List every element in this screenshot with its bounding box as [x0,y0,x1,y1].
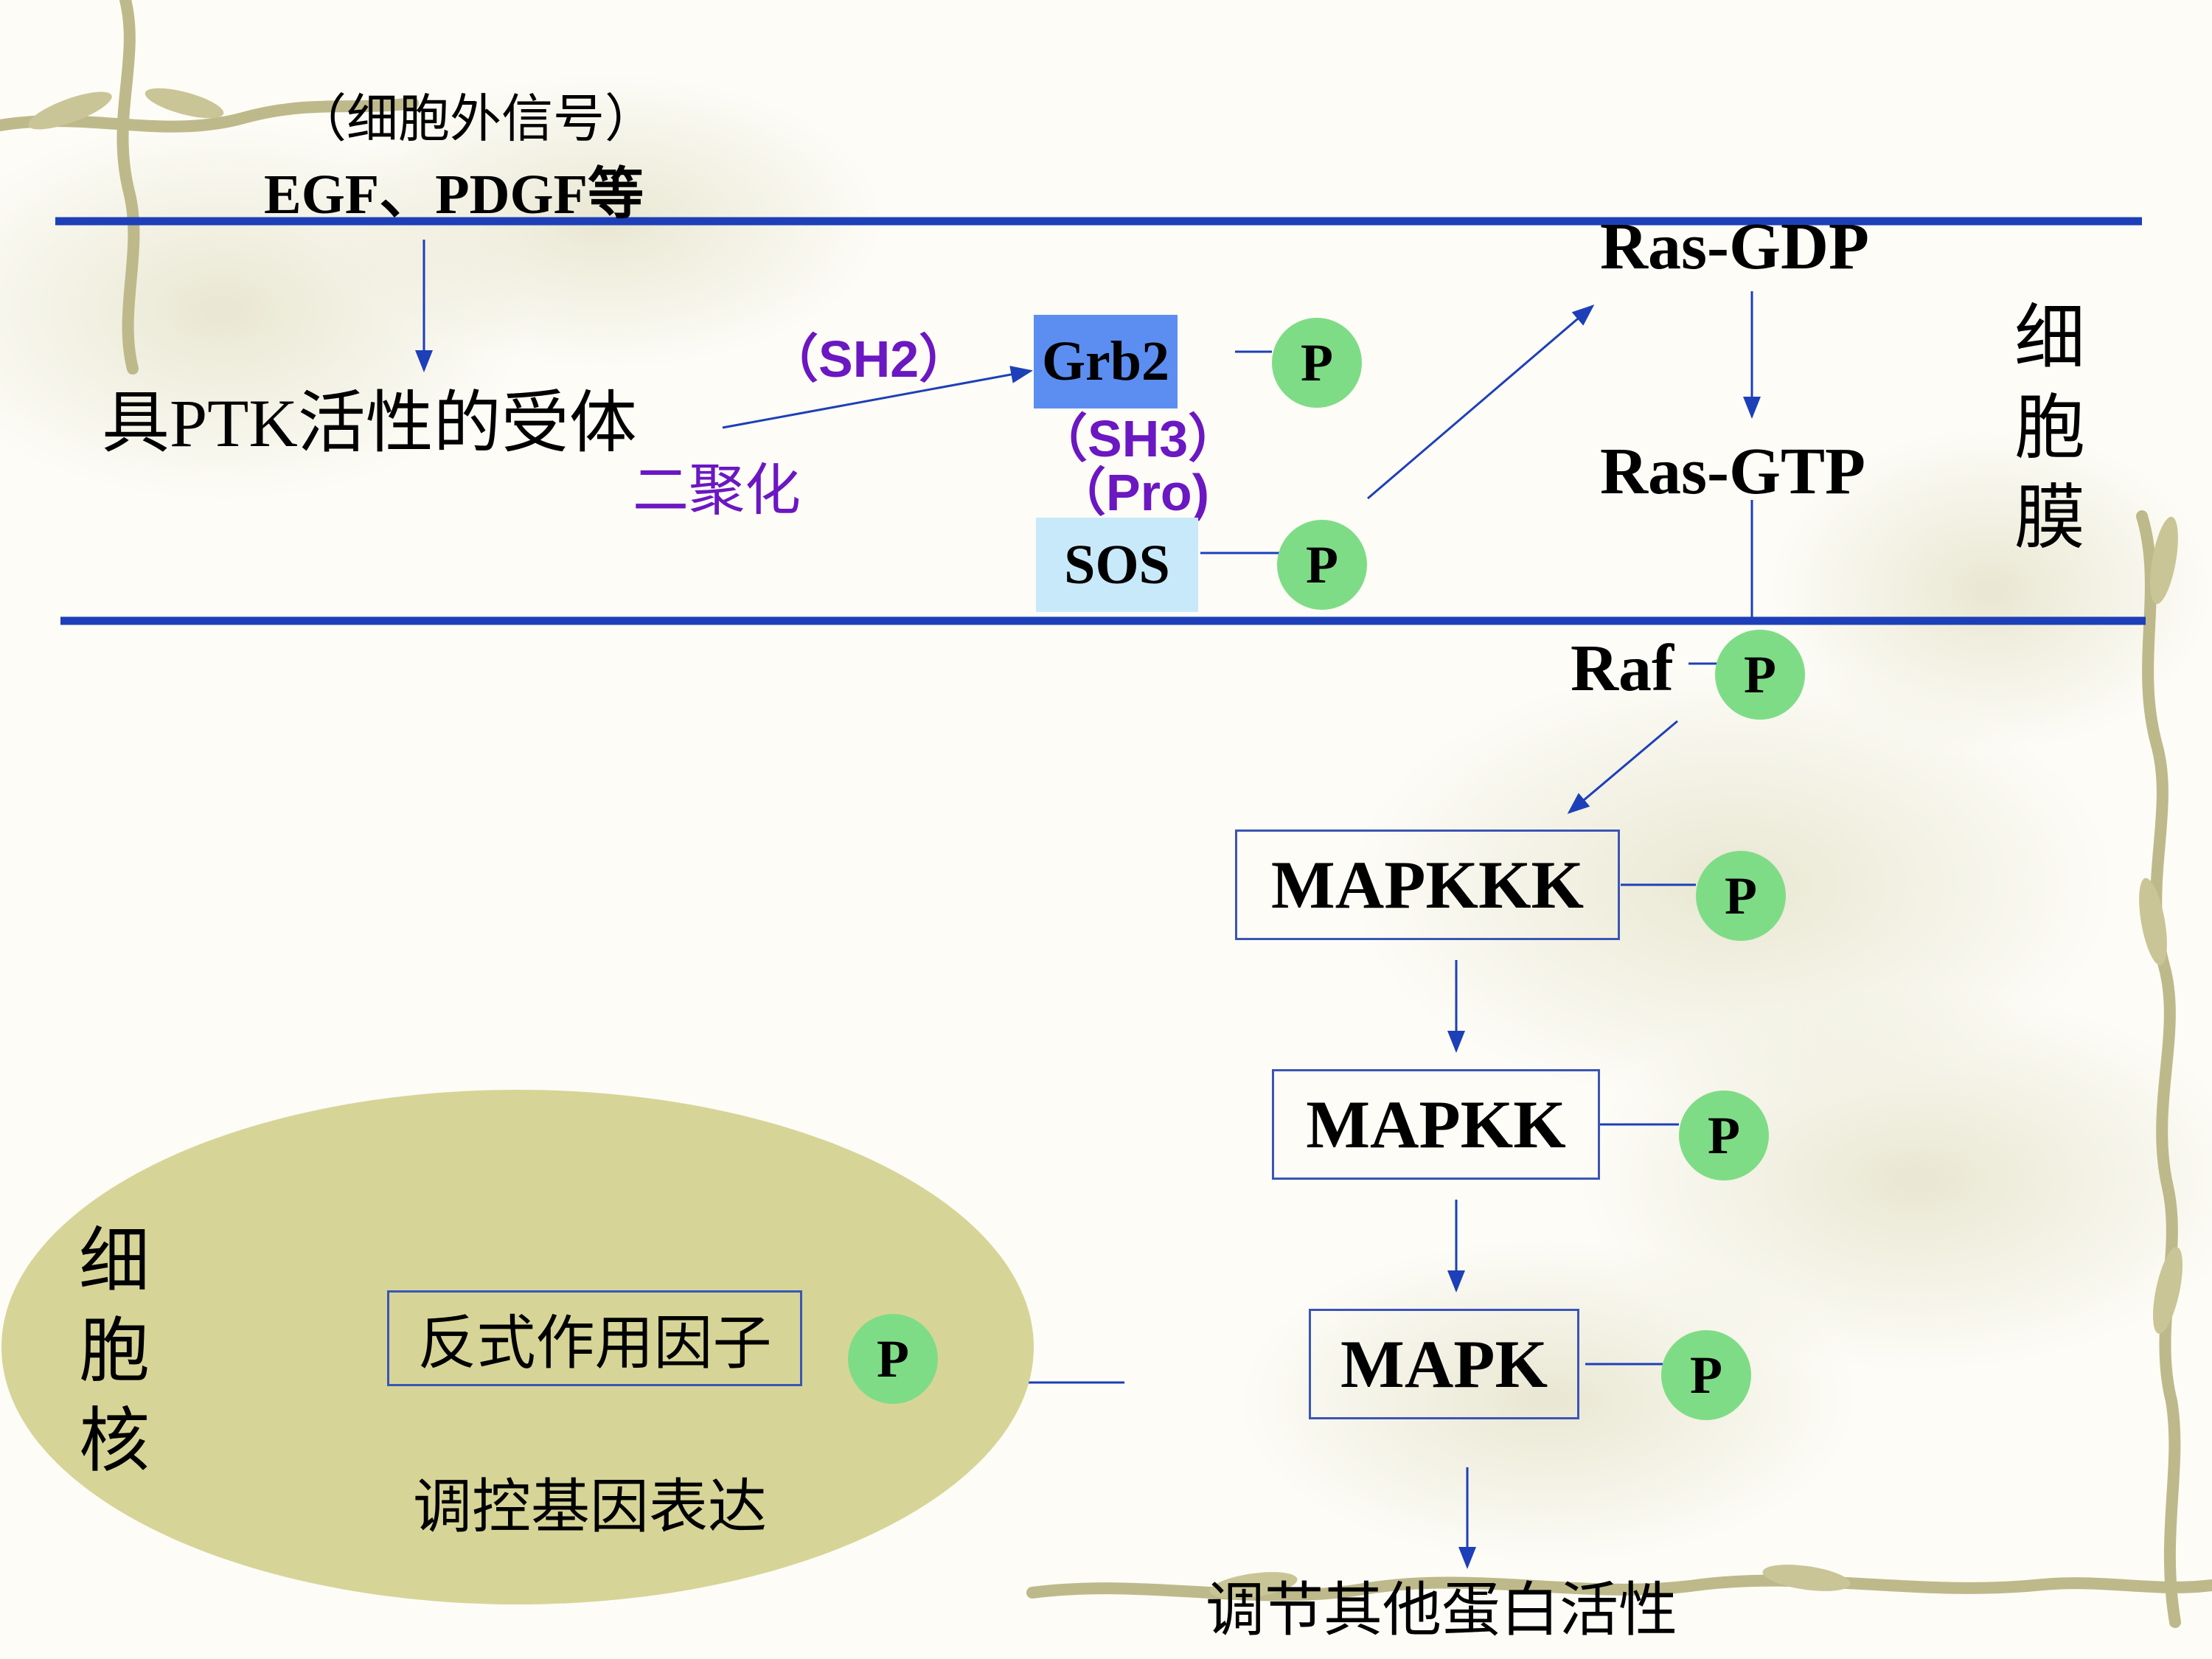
signal-source-label: （细胞外信号） [295,91,656,148]
dimerization-label: 二聚化 [633,460,801,522]
cell-membrane-label: 细 胞 膜 [2009,293,2090,563]
membrane-char-2: 胞 [2014,389,2085,467]
arrow-sos-to-ras [1367,305,1595,500]
sos-label: SOS [1064,533,1170,596]
nucleus-char-3: 核 [79,1402,150,1481]
mapkk-box: MAPKK [1272,1069,1600,1180]
mapkkk-label: MAPKKK [1270,847,1585,922]
arrow-receptor-to-grb2 [722,366,1033,429]
raf-phosphate: P [1715,630,1805,720]
other-proteins-label: 调节其他蛋白活性 [1206,1579,1677,1644]
mapkkk-box: MAPKKK [1235,830,1620,940]
grb2-box: Grb2 [1034,315,1178,408]
pro-domain-label: （Pro) [1054,464,1209,521]
ras-gtp-label: Ras-GTP [1600,435,1865,508]
raf-label: Raf [1571,632,1674,705]
mapkkk-phosphate: P [1696,851,1786,941]
sh3-domain-label: （SH3） [1036,410,1240,467]
gene-expression-label: 调控基因表达 [413,1475,767,1540]
mapk-label: MAPK [1340,1326,1548,1402]
grb2-label: Grb2 [1041,330,1170,392]
mapkk-label: MAPKK [1306,1087,1566,1162]
membrane-char-3: 膜 [2014,479,2085,557]
mapk-phosphate: P [1661,1330,1751,1420]
trans-factor-label: 反式作用因子 [417,1312,772,1377]
membrane-char-1: 细 [2014,299,2085,378]
mapk-box: MAPK [1309,1309,1579,1419]
trans-factor-box: 反式作用因子 [387,1290,802,1386]
signal-ligands: EGF、PDGF等 [264,164,644,226]
nucleus-char-1: 细 [79,1222,150,1301]
grb2-phosphate: P [1272,318,1362,408]
trans-factor-phosphate: P [848,1314,938,1404]
sh2-domain-label: （SH2） [767,330,971,388]
ras-gdp-label: Ras-GDP [1600,210,1869,283]
sos-box: SOS [1036,518,1198,612]
sos-phosphate: P [1277,520,1367,610]
arrow-raf-to-mapkkk [1567,720,1678,814]
receptor-label: 具PTK活性的受体 [102,386,637,461]
nucleus-char-2: 胞 [79,1312,150,1391]
cell-nucleus-label: 细 胞 核 [74,1217,155,1486]
mapkk-phosphate: P [1679,1091,1769,1180]
